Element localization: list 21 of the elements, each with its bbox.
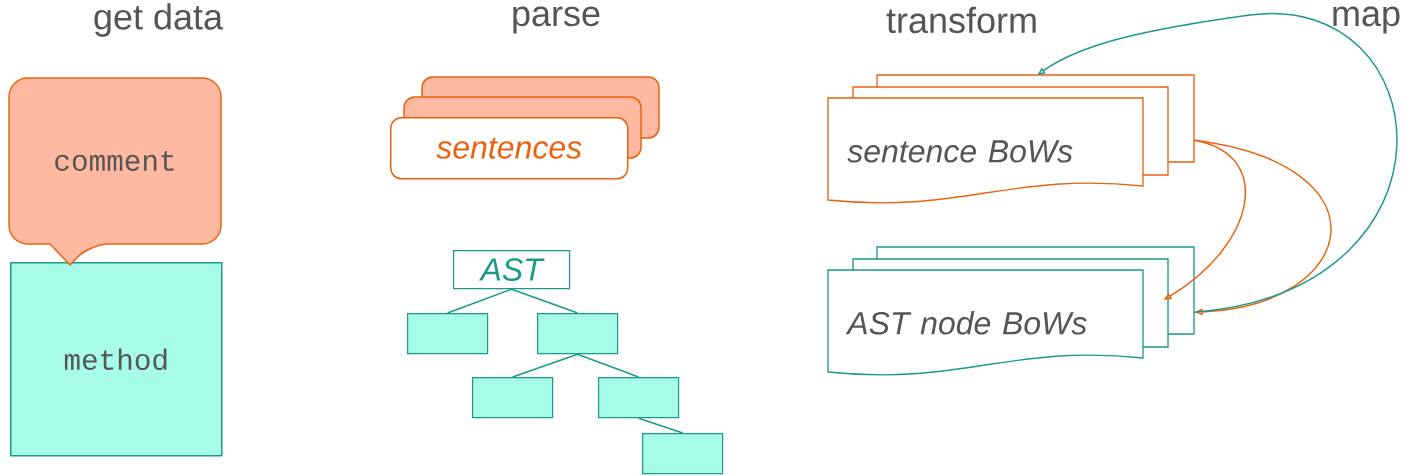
connector-line	[446, 288, 513, 314]
connector-line	[511, 353, 579, 378]
tree-root-box: AST	[453, 250, 571, 290]
document-stack: AST node BoWs	[827, 246, 1195, 376]
connector-line	[637, 417, 684, 434]
column-heading: parse	[513, 6, 600, 34]
document-stack: sentence BoWs	[827, 74, 1195, 204]
connector-line	[576, 353, 640, 378]
tree-node-box	[537, 313, 619, 355]
code-box: method	[10, 262, 223, 457]
tree-node-box	[472, 377, 554, 419]
tree-node-box	[407, 313, 489, 355]
tree-node-box	[598, 377, 680, 419]
tree-node-box	[642, 433, 724, 475]
curved-arrow	[1193, 139, 1332, 316]
column-heading: map	[1333, 6, 1400, 34]
speech-bubble: comment	[8, 77, 222, 266]
column-heading: get data	[94, 3, 224, 37]
stacked-cards: sentences	[390, 76, 660, 180]
column-heading: transform	[886, 6, 1036, 34]
connector-line	[510, 288, 579, 314]
